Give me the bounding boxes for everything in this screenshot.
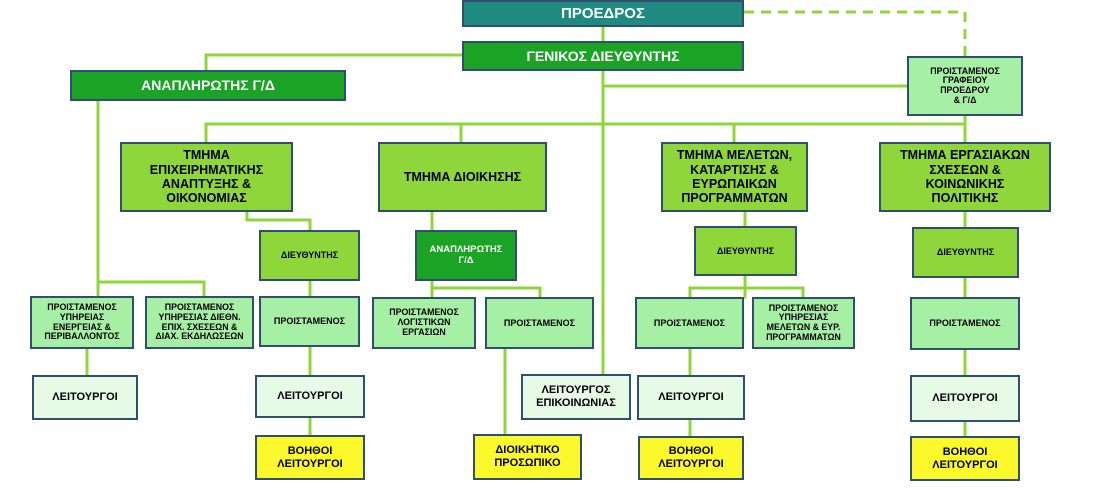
head-accounting-box: ΠΡΟΙΣΤΑΜΕΝΟΣ ΛΟΓΙΣΤΙΚΩΝ ΕΡΓΑΣΙΩΝ xyxy=(372,297,476,349)
head-intl-business-relations-box: ΠΡΟΙΣΤΑΜΕΝΟΣ ΥΠΗΡΕΣΙΑΣ ΔΙΕΘΝ. ΕΠΙΧ. ΣΧΕΣ… xyxy=(145,296,254,349)
communication-officer-box: ΛΕΙΤΟΥΡΓΟΣ ΕΠΙΚΟΙΝΩΝΙΑΣ xyxy=(521,374,631,420)
admin-staff-box: ΔΙΟΙΚΗΤΙΚΟ ΠΡΟΣΩΠΙΚΟ xyxy=(473,434,582,480)
deputy-gd-admin-box: ΑΝΑΠΛΗΡΩΤΗΣ Γ/Δ xyxy=(415,230,517,281)
officers-energy-box: ΛΕΙΤΟΥΡΓΟΙ xyxy=(32,375,138,420)
officers-studies-box: ΛΕΙΤΟΥΡΓΟΙ xyxy=(637,375,745,420)
head-business-box: ΠΡΟΙΣΤΑΜΕΝΟΣ xyxy=(259,296,360,347)
dept-labour-social-box: ΤΜΗΜΑ ΕΡΓΑΣΙΑΚΩΝ ΣΧΕΣΕΩΝ & ΚΟΙΝΩΝΙΚΗΣ ΠΟ… xyxy=(879,142,1051,212)
dept-business-economy-box: ΤΜΗΜΑ ΕΠΙΧΕΙΡΗΜΑΤΙΚΗΣ ΑΝΑΠΤΥΞΗΣ & ΟΙΚΟΝΟ… xyxy=(120,142,293,212)
dept-studies-eu-programs-box: ΤΜΗΜΑ ΜΕΛΕΤΩΝ, ΚΑΤΑΡΤΙΣΗΣ & ΕΥΡΩΠΑΙΚΩΝ Π… xyxy=(661,142,808,212)
general-director-box: ΓΕΝΙΚΟΣ ΔΙΕΥΘΥΝΤΗΣ xyxy=(462,41,744,71)
president-office-head-box: ΠΡΟΙΣΤΑΜΕΝΟΣ ΓΡΑΦΕΙΟΥ ΠΡΟΕΔΡΟΥ & Γ/Δ xyxy=(907,56,1023,116)
assistant-officers-business-box: ΒΟΗΘΟΙ ΛΕΙΤΟΥΡΓΟΙ xyxy=(255,435,365,480)
head-studies-eu-programs-box: ΠΡΟΙΣΤΑΜΕΝΟΣ ΥΠΗΡΕΣΙΑΣ ΜΕΛΕΤΩΝ & ΕΥΡ. ΠΡ… xyxy=(752,297,855,349)
officers-labour-box: ΛΕΙΤΟΥΡΓΟΙ xyxy=(910,375,1020,422)
head-studies-box: ΠΡΟΙΣΤΑΜΕΝΟΣ xyxy=(635,297,744,349)
officers-business-box: ΛΕΙΤΟΥΡΓΟΙ xyxy=(255,375,365,418)
director-business-box: ΔΙΕΥΘΥΝΤΗΣ xyxy=(259,230,360,281)
head-energy-environment-box: ΠΡΟΙΣΤΑΜΕΝΟΣ ΥΠΗΡΕΙΑΣ ΕΝΕΡΓΕΙΑΣ & ΠΕΡΙΒΑ… xyxy=(30,296,134,349)
deputy-gd-box: ΑΝΑΠΛΗΡΩΤΗΣ Γ/Δ xyxy=(70,70,346,101)
director-labour-box: ΔΙΕΥΘΥΝΤΗΣ xyxy=(912,227,1019,278)
assistant-officers-labour-box: ΒΟΗΘΟΙ ΛΕΙΤΟΥΡΓΟΙ xyxy=(910,436,1020,481)
president-box: ΠΡΟΕΔΡΟΣ xyxy=(462,0,744,27)
head-admin-box: ΠΡΟΙΣΤΑΜΕΝΟΣ xyxy=(485,297,594,349)
assistant-officers-studies-box: ΒΟΗΘΟΙ ΛΕΙΤΟΥΡΓΟΙ xyxy=(638,436,744,480)
dept-administration-box: ΤΜΗΜΑ ΔΙΟΙΚΗΣΗΣ xyxy=(378,142,547,212)
director-studies-box: ΔΙΕΥΘΥΝΤΗΣ xyxy=(694,226,797,276)
head-labour-box: ΠΡΟΙΣΤΑΜΕΝΟΣ xyxy=(910,297,1020,350)
